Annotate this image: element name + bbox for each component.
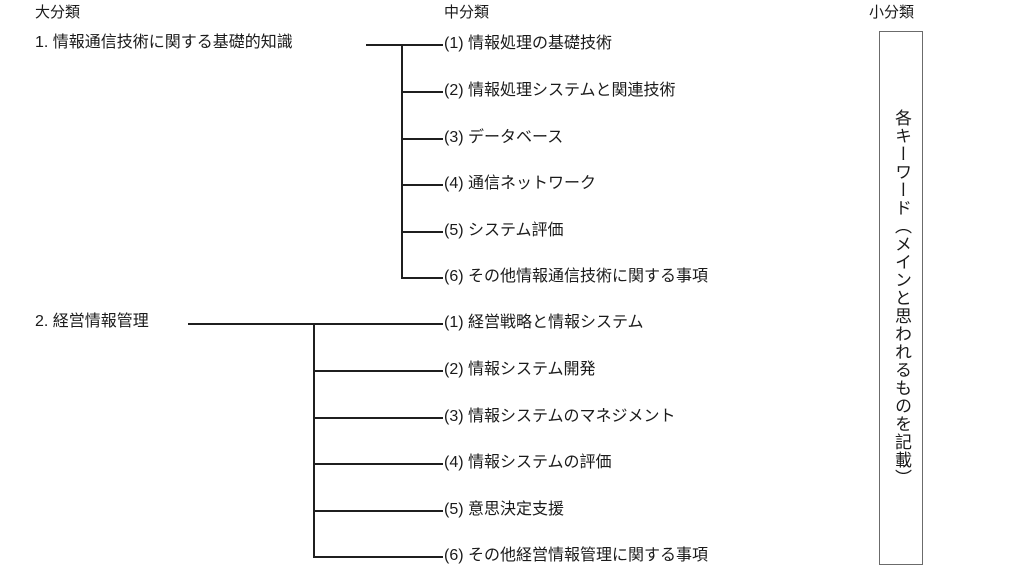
group-2-branch-line-3 (313, 417, 443, 419)
group-2-branch-line-6 (313, 556, 443, 558)
minor-category-box (879, 31, 923, 565)
group-1-branch-line-6 (401, 277, 443, 279)
major-category-1-label: 1. 情報通信技術に関する基礎的知識 (35, 34, 293, 51)
column-header-middle: 中分類 (444, 4, 490, 21)
middle-category-2-1-label: (1) 経営戦略と情報システム (444, 314, 644, 331)
middle-category-1-5-label: (5) システム評価 (444, 222, 564, 239)
group-1-branch-line-5 (401, 231, 443, 233)
middle-category-1-2-label: (2) 情報処理システムと関連技術 (444, 82, 676, 99)
group-2-stem-line (188, 323, 315, 325)
group-1-stem-line (366, 44, 403, 46)
middle-category-1-1-label: (1) 情報処理の基礎技術 (444, 35, 613, 52)
group-1-branch-line-2 (401, 91, 443, 93)
group-1-branch-line-1 (401, 44, 443, 46)
middle-category-2-4-label: (4) 情報システムの評価 (444, 454, 612, 471)
middle-category-1-6-label: (6) その他情報通信技術に関する事項 (444, 268, 709, 285)
column-header-major: 大分類 (35, 4, 81, 21)
middle-category-1-3-label: (3) データベース (444, 129, 564, 146)
group-2-branch-line-4 (313, 463, 443, 465)
major-category-2-label: 2. 経営情報管理 (35, 313, 149, 330)
group-2-branch-line-2 (313, 370, 443, 372)
group-2-branch-line-5 (313, 510, 443, 512)
middle-category-1-4-label: (4) 通信ネットワーク (444, 175, 597, 192)
middle-category-2-6-label: (6) その他経営情報管理に関する事項 (444, 547, 709, 564)
group-2-branch-line-1 (313, 323, 443, 325)
middle-category-2-3-label: (3) 情報システムのマネジメント (444, 408, 676, 425)
column-header-minor: 小分類 (869, 4, 915, 21)
group-2-trunk-line (313, 323, 315, 557)
group-1-branch-line-4 (401, 184, 443, 186)
middle-category-2-5-label: (5) 意思決定支援 (444, 501, 565, 518)
group-1-trunk-line (401, 44, 403, 278)
group-1-branch-line-3 (401, 138, 443, 140)
middle-category-2-2-label: (2) 情報システム開発 (444, 361, 596, 378)
